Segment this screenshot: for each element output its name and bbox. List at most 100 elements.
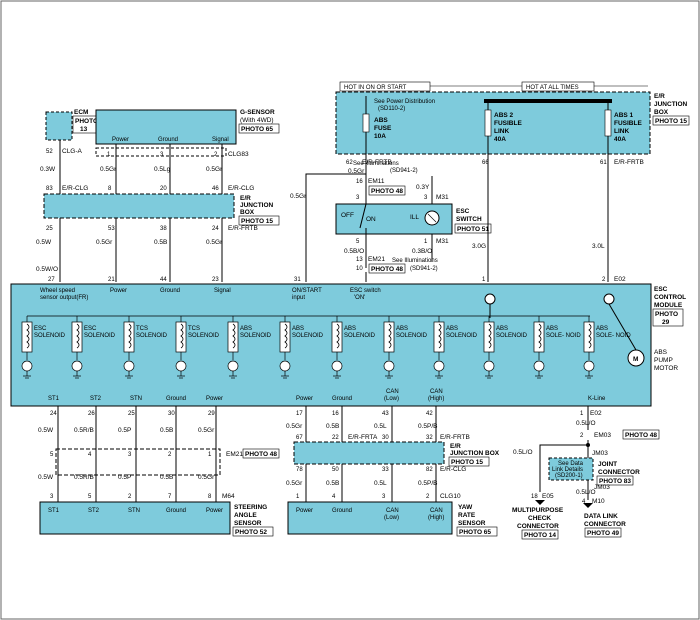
svg-text:0.5B: 0.5B <box>160 474 173 481</box>
er-frtb-left: E/R-FRTB <box>228 225 258 232</box>
label-power-yaw: Power <box>296 396 313 402</box>
abs2-4: 40A <box>494 136 506 143</box>
g-sensor-sub: (With 4WD) <box>240 117 274 124</box>
solenoid-label-7: ABS <box>344 326 356 332</box>
g-sensor-box <box>95 109 237 145</box>
svg-text:32: 32 <box>426 435 433 441</box>
svg-text:4: 4 <box>582 499 586 505</box>
svg-text:61: 61 <box>600 160 607 166</box>
see-illum-2: (SD941-2) <box>390 168 418 174</box>
label-stn: STN <box>130 396 142 402</box>
label-st2: ST2 <box>90 396 102 402</box>
solenoid-label-b-2: SOLENOID <box>84 333 116 339</box>
ecm-box <box>45 111 73 141</box>
svg-text:4: 4 <box>88 452 92 458</box>
er-frtb-62: E/R-FRTB <box>362 159 392 166</box>
power-dist-1: See Power Distribution <box>374 99 435 105</box>
yaw-pin-canh-2: (High) <box>428 515 444 521</box>
module-title-1: ESC <box>654 286 668 293</box>
yaw-2: RATE <box>458 512 476 519</box>
e05: E05 <box>542 493 554 500</box>
sas-pin-power: Power <box>206 508 223 514</box>
er-junction-box-left <box>43 193 235 219</box>
svg-text:22: 22 <box>332 435 339 441</box>
g-sensor-pin-ground: Ground <box>158 137 178 143</box>
esc-control-module <box>10 283 652 407</box>
svg-text:3: 3 <box>382 494 386 500</box>
svg-text:(SD941-2): (SD941-2) <box>410 266 438 272</box>
svg-text:5: 5 <box>88 494 92 500</box>
solenoid-label-8: ABS <box>396 326 408 332</box>
er-box-title-2: JUNCTION <box>654 101 688 108</box>
svg-text:8: 8 <box>208 494 212 500</box>
kline-wire: 0.5L/O <box>576 420 596 427</box>
svg-text:3: 3 <box>128 452 132 458</box>
pump-2: PUMP <box>654 357 673 364</box>
sas-pin-ground: Ground <box>166 508 186 514</box>
svg-text:13: 13 <box>356 257 363 263</box>
svg-text:67: 67 <box>296 435 303 441</box>
svg-text:78: 78 <box>296 467 303 473</box>
steering-2: ANGLE <box>234 512 257 519</box>
busbar <box>484 99 612 103</box>
abs2-2: FUSIBLE <box>494 120 522 127</box>
label-can-low-2: (Low) <box>384 396 399 402</box>
abs1-1: ABS 1 <box>614 112 634 119</box>
joint-photo: PHOTO 83 <box>599 478 631 485</box>
svg-text:21: 21 <box>108 277 115 283</box>
svg-text:30: 30 <box>168 411 175 417</box>
er-bottom-1: E/R <box>450 443 461 450</box>
solenoid-label-b-10: SOLENOID <box>496 333 528 339</box>
sas-wire-4: 0.5B <box>160 427 173 434</box>
solenoid-label-1: ESC <box>34 326 47 332</box>
solenoid-label-b-3: SOLENOID <box>136 333 168 339</box>
svg-text:4: 4 <box>332 494 336 500</box>
pump-3: MOTOR <box>654 365 678 372</box>
em11: EM11 <box>368 178 385 185</box>
solenoid-label-b-7: SOLENOID <box>344 333 376 339</box>
abs-fuse-1: ABS <box>374 117 388 124</box>
svg-text:PHOTO: PHOTO <box>75 118 98 125</box>
pin-52: 52 <box>46 149 53 155</box>
svg-text:0.5Gr: 0.5Gr <box>286 480 303 487</box>
em21-top-photo: PHOTO 48 <box>371 266 403 273</box>
solenoid-label-b-6: SOLENOID <box>292 333 324 339</box>
er-box-title-3: BOX <box>654 109 669 116</box>
wire-on-start <box>305 173 366 282</box>
label-power-bottom: Power <box>206 396 223 402</box>
svg-text:0.5Gr: 0.5Gr <box>96 239 113 246</box>
motor-m: M <box>633 356 638 363</box>
svg-text:2: 2 <box>128 494 132 500</box>
svg-text:PHOTO: PHOTO <box>655 311 678 318</box>
label-st1: ST1 <box>48 396 60 402</box>
dlc-photo: PHOTO 49 <box>587 530 619 537</box>
esc-off: OFF <box>341 212 354 219</box>
solenoid-label-b-8: SOLENOID <box>396 333 428 339</box>
er-box-title-1: E/R <box>654 93 665 100</box>
svg-text:2: 2 <box>214 152 218 158</box>
yaw-1: YAW <box>458 504 473 511</box>
svg-text:1: 1 <box>107 152 111 158</box>
svg-text:2: 2 <box>602 277 606 283</box>
svg-text:66: 66 <box>482 160 489 166</box>
dlc-wire: 0.5L/O <box>576 489 596 496</box>
em21-bottom-photo: PHOTO 48 <box>245 451 277 458</box>
e02-bottom: E02 <box>590 410 602 417</box>
er-frtb-61: E/R-FRTB <box>614 159 644 166</box>
pin-83: 83 <box>46 186 53 192</box>
svg-text:16: 16 <box>332 411 339 417</box>
abs2-3: LINK <box>494 128 509 135</box>
solenoid-label-3: TCS <box>136 326 148 332</box>
power-dist-2: (SD110-2) <box>378 106 405 112</box>
label-can-high-2: (High) <box>428 396 444 402</box>
yaw-3: SENSOR <box>458 520 486 527</box>
abs2-1: ABS 2 <box>494 112 514 119</box>
